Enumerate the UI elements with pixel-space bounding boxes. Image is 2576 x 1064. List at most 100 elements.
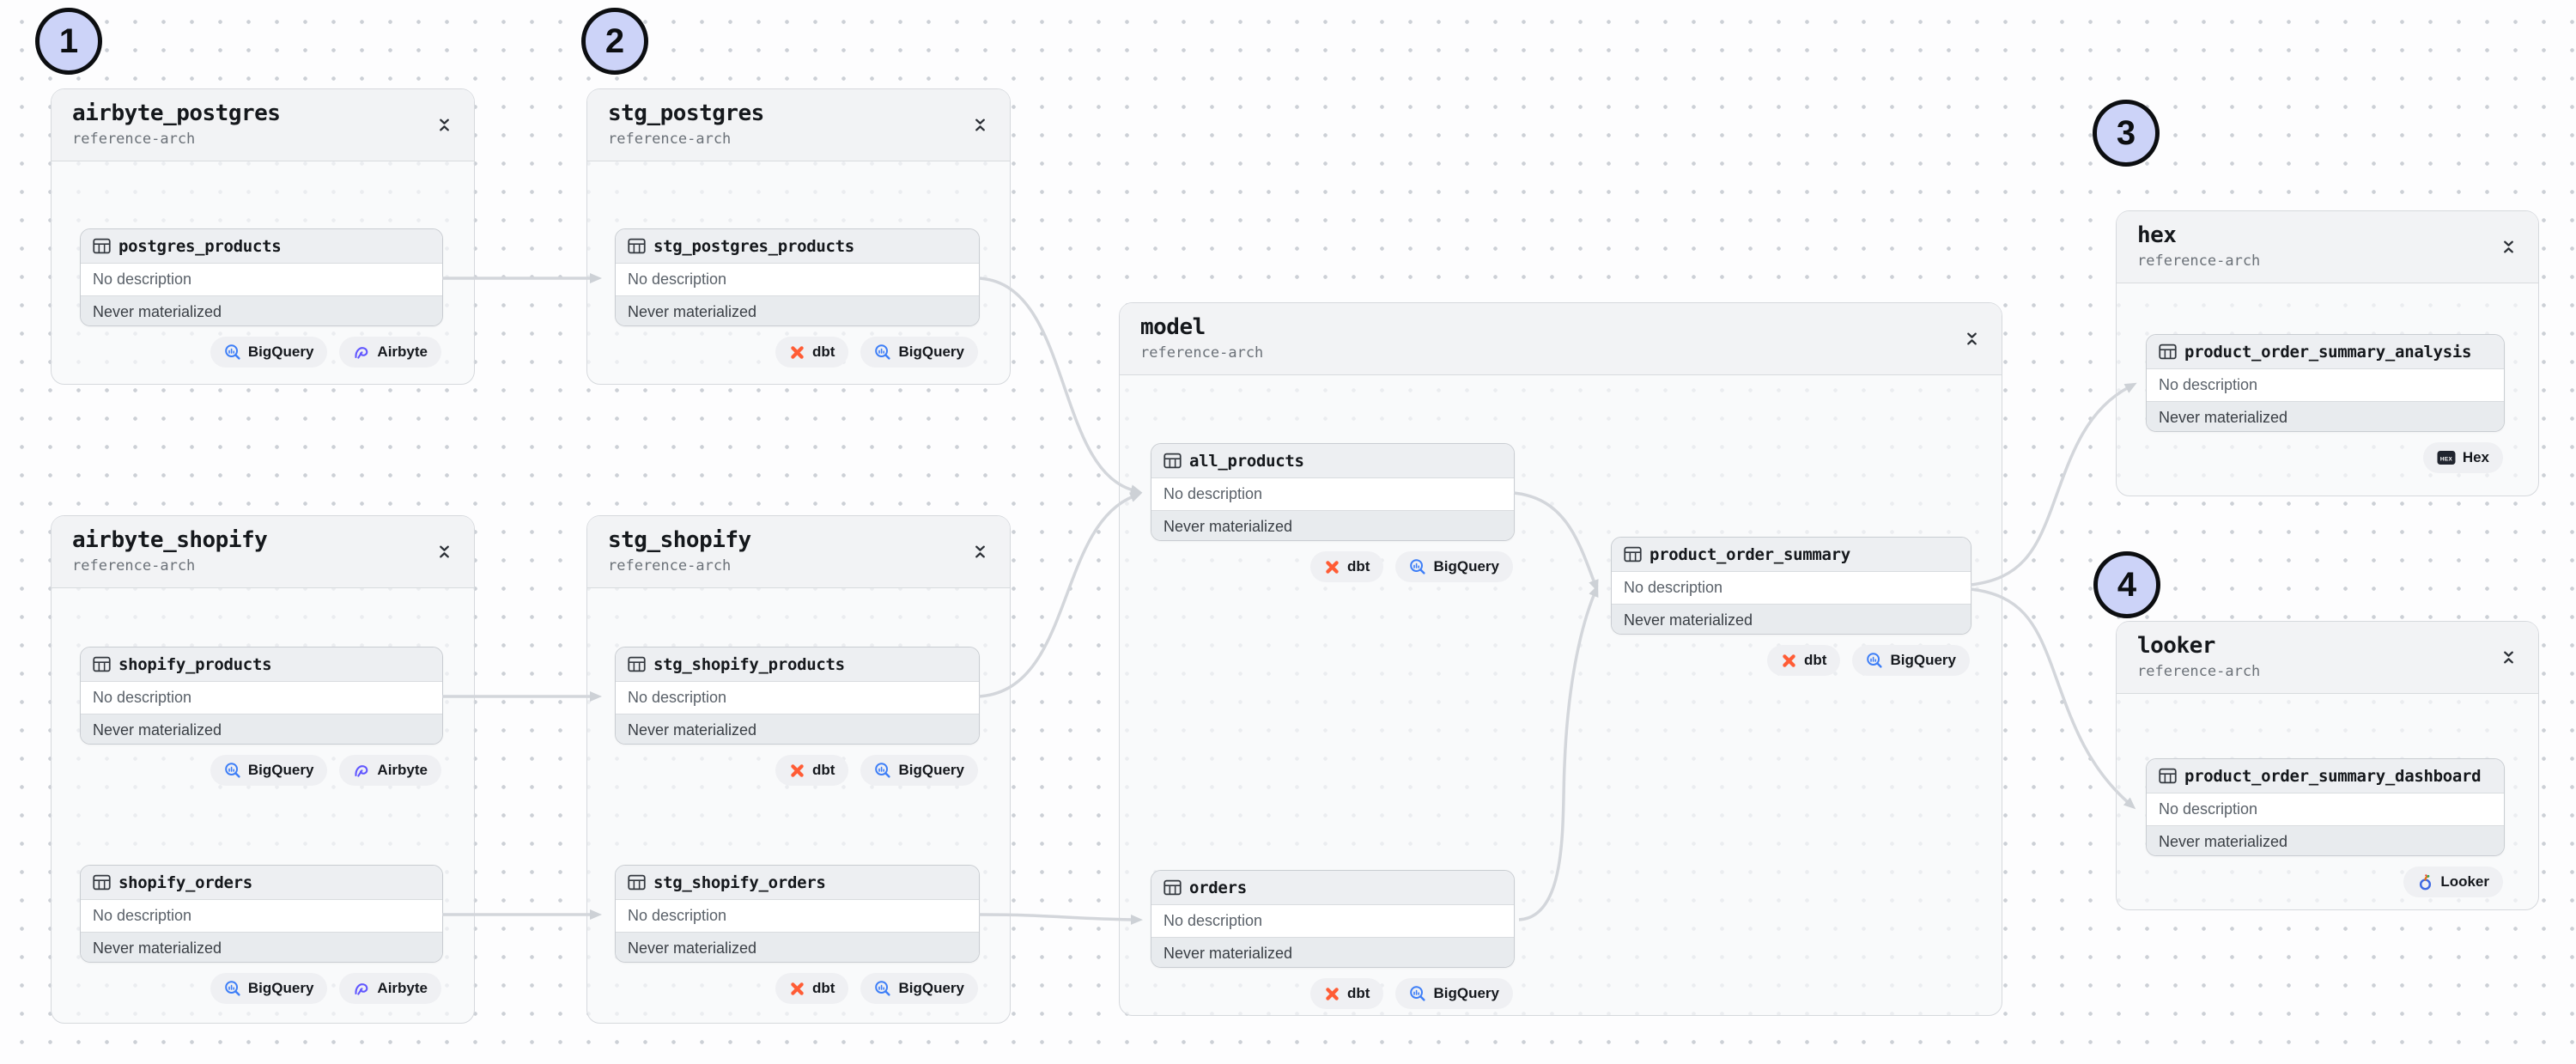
collapse-icon[interactable] (2502, 649, 2516, 666)
group-header-stg-postgres[interactable]: stg_postgres reference-arch (587, 89, 1010, 161)
collapse-icon[interactable] (2502, 239, 2516, 256)
badge-airbyte[interactable]: Airbyte (339, 337, 441, 368)
badge-dbt[interactable]: dbt (775, 755, 849, 786)
collapse-icon[interactable] (438, 117, 452, 134)
asset-status: Never materialized (2147, 825, 2504, 855)
group-header-stg-shopify[interactable]: stg_shopify reference-arch (587, 516, 1010, 588)
asset-name: orders (1189, 878, 1247, 897)
asset-node-orders[interactable]: orders No description Never materialized (1151, 870, 1515, 968)
asset-header: product_order_summary_analysis (2147, 335, 2504, 369)
collapse-icon[interactable] (974, 117, 987, 134)
badge-label: Hex (2462, 449, 2489, 465)
badge-bigquery[interactable]: BigQuery (860, 337, 978, 368)
badge-airbyte[interactable]: Airbyte (339, 973, 441, 1004)
badge-label: Looker (2440, 873, 2489, 890)
airbyte-icon (353, 344, 370, 361)
badge-bigquery[interactable]: BigQuery (1395, 551, 1513, 582)
badge-bigquery[interactable]: BigQuery (860, 755, 978, 786)
bigquery-icon (874, 762, 891, 779)
badge-looker[interactable]: Looker (2403, 866, 2503, 897)
group-title: airbyte_postgres (72, 100, 281, 126)
asset-name: stg_shopify_products (653, 654, 845, 674)
badge-row: dbt BigQuery (1767, 645, 1970, 676)
asset-header: stg_shopify_orders (616, 866, 979, 900)
badge-bigquery[interactable]: BigQuery (210, 755, 328, 786)
asset-status: Never materialized (1151, 937, 1514, 967)
table-icon (93, 656, 111, 672)
asset-header: all_products (1151, 444, 1514, 478)
group-title: hex (2137, 222, 2177, 248)
asset-description: No description (81, 900, 442, 932)
airbyte-icon (353, 762, 370, 779)
asset-name: postgres_products (118, 236, 282, 256)
badge-bigquery[interactable]: BigQuery (1395, 978, 1513, 1009)
hex-icon: HEX (2437, 450, 2456, 465)
badge-row: BigQuery Airbyte (210, 337, 441, 368)
asset-description: No description (2147, 793, 2504, 825)
badge-bigquery[interactable]: BigQuery (860, 973, 978, 1004)
collapse-icon[interactable] (974, 544, 987, 561)
asset-header: shopify_orders (81, 866, 442, 900)
asset-node-stg-shopify-orders[interactable]: stg_shopify_orders No description Never … (615, 865, 980, 963)
group-header-airbyte-shopify[interactable]: airbyte_shopify reference-arch (52, 516, 474, 588)
badge-bigquery[interactable]: BigQuery (1852, 645, 1970, 676)
badge-label: Airbyte (377, 980, 428, 996)
badge-label: dbt (1804, 652, 1827, 668)
asset-status: Never materialized (1151, 510, 1514, 540)
badge-label: BigQuery (247, 344, 314, 360)
badge-row: dbt BigQuery (775, 337, 978, 368)
table-icon (93, 874, 111, 891)
svg-text:HEX: HEX (2440, 456, 2453, 462)
group-header-looker[interactable]: looker reference-arch (2117, 622, 2538, 694)
collapse-icon[interactable] (1965, 331, 1979, 348)
annotation-marker-1: 1 (35, 8, 102, 75)
asset-node-shopify-orders[interactable]: shopify_orders No description Never mate… (80, 865, 443, 963)
asset-description: No description (1612, 572, 1971, 604)
badge-dbt[interactable]: dbt (775, 973, 849, 1004)
asset-node-product-order-summary[interactable]: product_order_summary No description Nev… (1611, 537, 1971, 635)
badge-label: BigQuery (898, 980, 964, 996)
asset-header: product_order_summary_dashboard (2147, 759, 2504, 793)
badge-row: dbt BigQuery (1310, 978, 1513, 1009)
badge-label: dbt (1347, 985, 1370, 1001)
group-looker: looker reference-arch product_order_summ… (2116, 621, 2539, 910)
asset-node-stg-postgres-products[interactable]: stg_postgres_products No description Nev… (615, 228, 980, 326)
badge-dbt[interactable]: dbt (775, 337, 849, 368)
asset-status: Never materialized (81, 295, 442, 325)
group-airbyte-postgres: airbyte_postgres reference-arch postgres… (51, 88, 475, 385)
asset-node-stg-shopify-products[interactable]: stg_shopify_products No description Neve… (615, 647, 980, 745)
dbt-icon (789, 763, 805, 779)
asset-node-shopify-products[interactable]: shopify_products No description Never ma… (80, 647, 443, 745)
asset-node-all-products[interactable]: all_products No description Never materi… (1151, 443, 1515, 541)
asset-node-product-order-summary-analysis[interactable]: product_order_summary_analysis No descri… (2146, 334, 2505, 432)
badge-airbyte[interactable]: Airbyte (339, 755, 441, 786)
group-header-hex[interactable]: hex reference-arch (2117, 211, 2538, 283)
collapse-icon[interactable] (438, 544, 452, 561)
table-icon (2159, 344, 2177, 360)
asset-node-postgres-products[interactable]: postgres_products No description Never m… (80, 228, 443, 326)
asset-name: shopify_products (118, 654, 272, 674)
badge-bigquery[interactable]: BigQuery (210, 337, 328, 368)
badge-row: BigQuery Airbyte (210, 755, 441, 786)
asset-node-product-order-summary-dashboard[interactable]: product_order_summary_dashboard No descr… (2146, 758, 2505, 856)
asset-name: all_products (1189, 451, 1304, 471)
table-icon (93, 238, 111, 254)
badge-label: dbt (1347, 558, 1370, 575)
group-header-airbyte-postgres[interactable]: airbyte_postgres reference-arch (52, 89, 474, 161)
asset-header: stg_shopify_products (616, 648, 979, 682)
badge-bigquery[interactable]: BigQuery (210, 973, 328, 1004)
asset-status: Never materialized (616, 295, 979, 325)
badge-dbt[interactable]: dbt (1767, 645, 1841, 676)
table-icon (628, 874, 646, 891)
badge-hex[interactable]: HEX Hex (2422, 442, 2503, 473)
badge-dbt[interactable]: dbt (1310, 978, 1384, 1009)
table-icon (1624, 546, 1642, 562)
dbt-icon (789, 344, 805, 361)
asset-name: shopify_orders (118, 872, 252, 892)
badge-label: Airbyte (377, 762, 428, 778)
group-header-model[interactable]: model reference-arch (1120, 303, 2002, 375)
bigquery-icon (874, 344, 891, 361)
bigquery-icon (1409, 985, 1426, 1002)
badge-dbt[interactable]: dbt (1310, 551, 1384, 582)
badge-row: dbt BigQuery (775, 755, 978, 786)
